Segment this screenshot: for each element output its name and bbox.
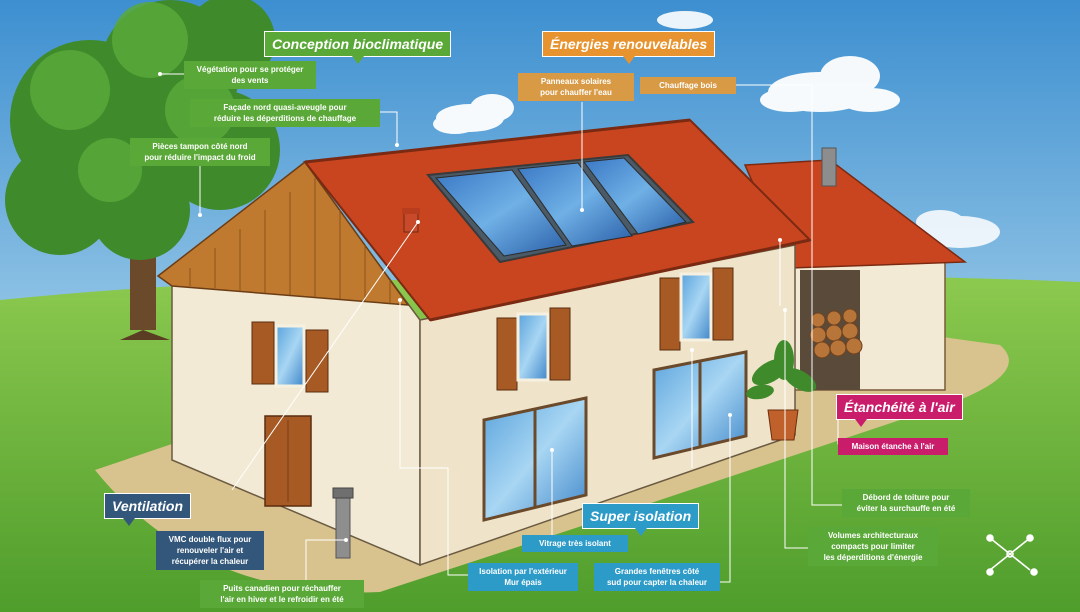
compass-rose-icon <box>986 534 1038 576</box>
west-window <box>251 321 329 393</box>
label-facade-nord: Façade nord quasi-aveugle pour réduire l… <box>190 99 380 127</box>
south-upper-window-left <box>496 307 571 391</box>
solar-panels <box>426 153 695 264</box>
ground-air-pipe <box>332 487 354 559</box>
label-panneaux-solaires: Panneaux solaires pour chauffer l'eau <box>518 73 634 101</box>
cloud <box>760 56 900 112</box>
label-vmc-double-flux: VMC double flux pour renouveler l'air et… <box>156 531 264 570</box>
south-large-window-left <box>482 396 588 522</box>
south-upper-window-right <box>659 267 734 351</box>
label-debord-toiture: Débord de toiture pour éviter la surchau… <box>842 489 970 517</box>
leader-dots <box>158 72 787 542</box>
label-volumes-compacts: Volumes architecturaux compacts pour lim… <box>808 527 938 566</box>
label-chauffage-bois: Chauffage bois <box>640 77 736 94</box>
log-pile <box>809 308 863 359</box>
heading-energies-renouvelables: Énergies renouvelables <box>542 31 716 64</box>
heading-ventilation: Ventilation <box>104 493 192 526</box>
cloud <box>657 11 713 29</box>
heading-super-isolation: Super isolation <box>582 503 700 536</box>
label-isolation-exterieur: Isolation par l'extérieur Mur épais <box>468 563 578 591</box>
cloud <box>916 210 1000 248</box>
south-large-window-right <box>652 350 748 460</box>
west-door <box>264 415 312 507</box>
label-puits-canadien: Puits canadien pour réchauffer l'air en … <box>200 580 364 608</box>
heading-etancheite-air: Étanchéité à l'air <box>836 394 963 427</box>
cloud <box>433 94 514 134</box>
heading-conception-bioclimatique: Conception bioclimatique <box>264 31 452 64</box>
label-maison-etanche: Maison étanche à l'air <box>838 438 948 455</box>
potted-plant <box>746 340 817 441</box>
leader-lines <box>160 73 888 583</box>
label-pieces-tampon: Pièces tampon côté nord pour réduire l'i… <box>130 138 270 166</box>
label-vegetation: Végétation pour se protéger des vents <box>184 61 316 89</box>
label-grandes-fenetres: Grandes fenêtres côté sud pour capter la… <box>594 563 720 591</box>
label-vitrage-isolant: Vitrage très isolant <box>522 535 628 552</box>
